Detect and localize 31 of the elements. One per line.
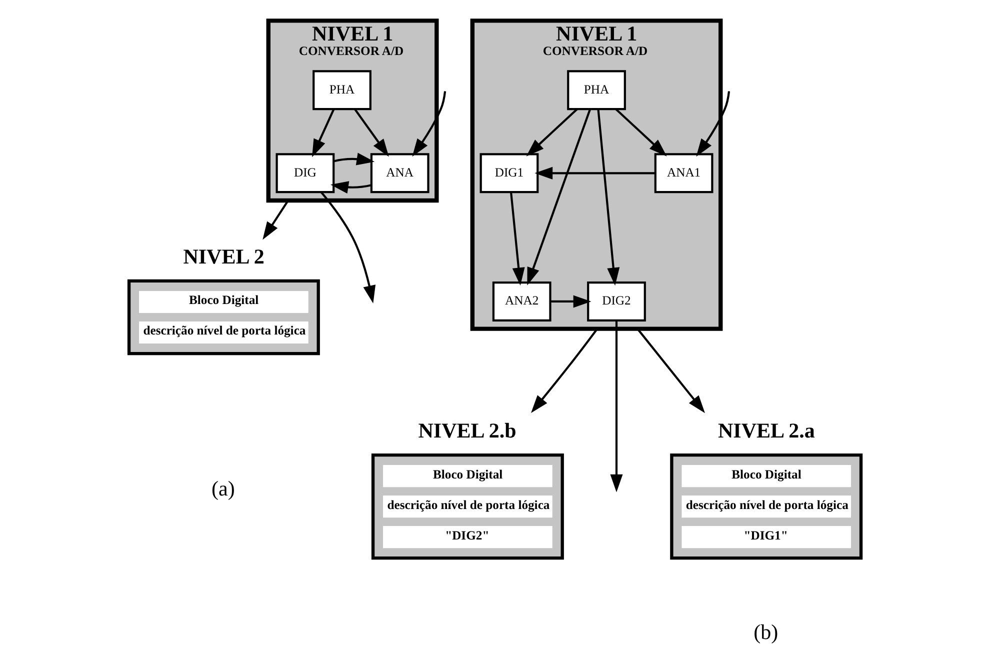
arrow bbox=[696, 91, 730, 157]
node-box: ANA1 bbox=[654, 153, 714, 194]
node-box: ANA bbox=[370, 153, 430, 194]
arrow bbox=[510, 192, 525, 286]
node-box: DIG2 bbox=[587, 282, 646, 322]
node-label: NIVEL 2 bbox=[183, 244, 264, 269]
arrow bbox=[354, 108, 389, 157]
node-box: DIG1 bbox=[480, 153, 539, 194]
node-box: DIG bbox=[276, 153, 335, 194]
arrow bbox=[534, 166, 656, 180]
node-label: NIVEL 2.a bbox=[718, 418, 815, 443]
arrow bbox=[550, 295, 592, 308]
arrow bbox=[333, 152, 375, 166]
label: (b) bbox=[754, 620, 778, 644]
node-box: PHA bbox=[312, 70, 372, 110]
arrow bbox=[320, 192, 376, 304]
arrow bbox=[610, 320, 623, 492]
arrow bbox=[597, 109, 620, 286]
arrow bbox=[615, 108, 667, 156]
arrow bbox=[527, 108, 591, 286]
label: (a) bbox=[211, 476, 235, 501]
arrow bbox=[262, 200, 289, 240]
node-box: PHA bbox=[567, 70, 626, 110]
arrow bbox=[312, 108, 335, 158]
arrow bbox=[412, 91, 446, 157]
arrow bbox=[636, 328, 705, 414]
arrow bbox=[531, 328, 598, 414]
node-label: NIVEL 2.b bbox=[418, 418, 516, 443]
arrow bbox=[526, 108, 578, 156]
arrow bbox=[330, 181, 372, 194]
node-box: ANA2 bbox=[492, 282, 552, 322]
